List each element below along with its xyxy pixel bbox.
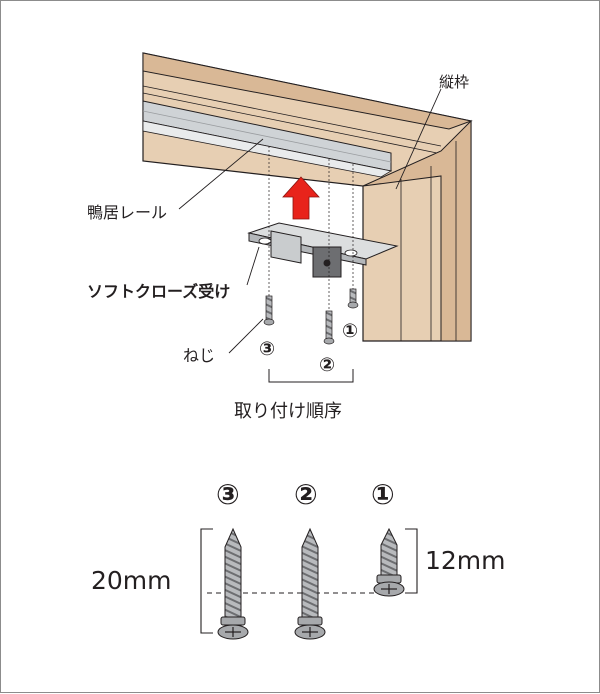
step-2-heading: ②: [294, 478, 318, 511]
step-2-marker: ②: [319, 354, 335, 376]
step-1-heading: ①: [371, 478, 395, 511]
screw-3-20mm: [217, 527, 249, 640]
dimension-12mm: 12mm: [425, 546, 506, 575]
vertical-frame: [362, 119, 472, 342]
screw-guide-lines: [268, 146, 354, 313]
step-1-marker: ①: [342, 320, 358, 342]
screw-3-small: [263, 295, 275, 326]
order-bracket: [268, 369, 354, 383]
arrow-up-icon: [282, 176, 320, 220]
screw-1-small: [347, 288, 359, 309]
dimension-20mm: 20mm: [91, 566, 172, 595]
label-vertical-frame: 縦枠: [439, 73, 469, 91]
screw-2-20mm: [294, 527, 326, 640]
soft-close-catch: [247, 222, 399, 278]
order-caption: 取り付け順序: [234, 401, 342, 422]
step-3-heading: ③: [216, 478, 240, 511]
step-3-marker: ③: [259, 338, 275, 360]
label-soft-close: ソフトクローズ受け: [87, 282, 230, 301]
dimension-bracket-20mm: [200, 528, 213, 634]
screw-1-12mm: [373, 527, 405, 597]
dimension-bracket-12mm: [405, 528, 418, 594]
leader-lines: [178, 88, 442, 354]
screw-2-small: [323, 310, 335, 345]
label-rail: 鴨居レール: [87, 203, 167, 222]
label-screw: ねじ: [183, 346, 215, 365]
